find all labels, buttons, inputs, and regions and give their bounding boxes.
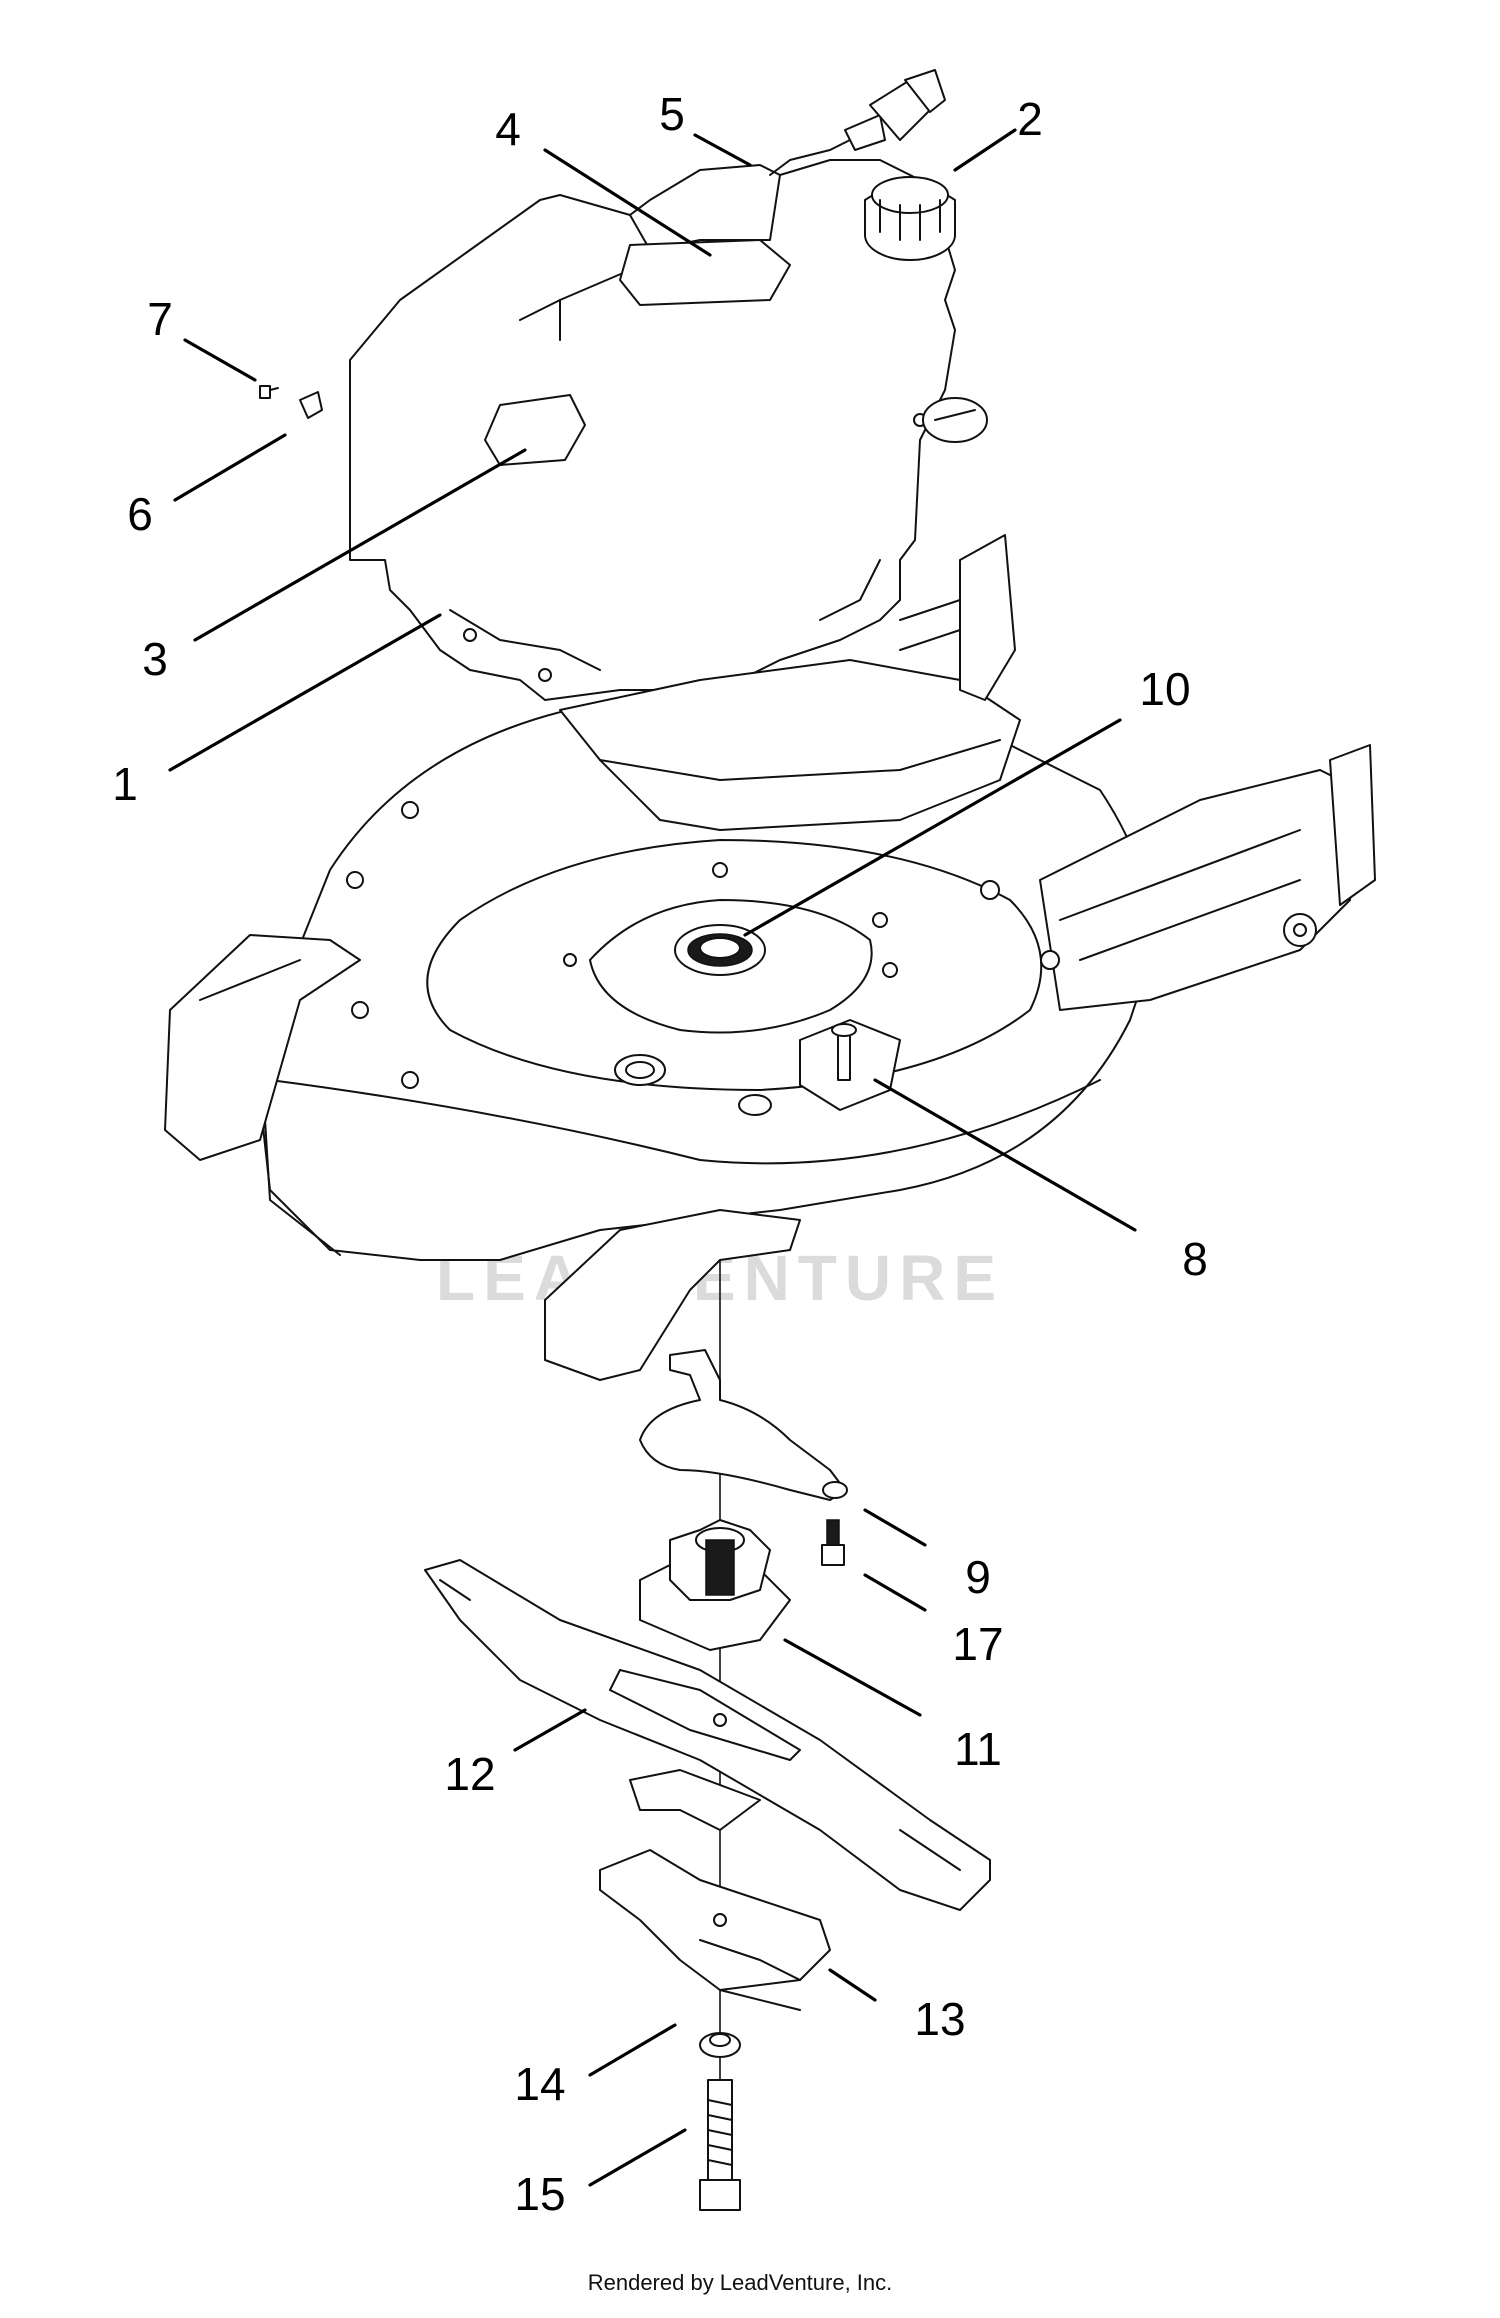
- leader-12: [513, 1708, 587, 1752]
- callout-8: 8: [1182, 1233, 1208, 1285]
- bolt-15: [699, 2079, 741, 2211]
- deflector-strap: [639, 1349, 848, 1501]
- blade: [424, 1559, 991, 1911]
- gas-cap: [864, 176, 956, 261]
- leader-17: [863, 1573, 927, 1612]
- engine: [259, 69, 988, 701]
- callout-17: 17: [952, 1618, 1003, 1670]
- callout-7: 7: [147, 293, 173, 345]
- blade-adapter: [639, 1519, 791, 1651]
- spark-plug-wire: [769, 69, 946, 176]
- decal-3: [484, 394, 586, 466]
- leader-15: [588, 2128, 687, 2187]
- callout-14: 14: [514, 2058, 565, 2110]
- callout-4: 4: [495, 103, 521, 155]
- callout-3: 3: [142, 633, 168, 685]
- leader-13: [828, 1968, 877, 2002]
- leader-10: [743, 718, 1122, 937]
- callout-15: 15: [514, 2168, 565, 2220]
- decal-4: [619, 239, 791, 306]
- callout-12: 12: [444, 1748, 495, 1800]
- leader-2: [953, 128, 1017, 172]
- washer-14: [699, 2032, 741, 2058]
- callout-6: 6: [127, 488, 153, 540]
- leader-8: [873, 1078, 1137, 1232]
- callout-9: 9: [965, 1551, 991, 1603]
- leader-6: [173, 433, 287, 502]
- leader-9: [863, 1508, 927, 1547]
- callout-5: 5: [659, 88, 685, 140]
- leader-14: [588, 2023, 677, 2077]
- leader-11: [783, 1638, 922, 1717]
- leader-5: [693, 133, 752, 167]
- blade-stiffener: [599, 1769, 831, 2011]
- deck-bolt: [401, 1071, 419, 1089]
- leader-3: [193, 448, 527, 642]
- callout-2: 2: [1017, 93, 1043, 145]
- leader-lines: [168, 128, 1137, 2187]
- baffle-plate: [799, 1019, 901, 1111]
- screw-and-clip: [259, 385, 323, 419]
- deck-bolt: [351, 1001, 369, 1019]
- bearing: [674, 924, 766, 976]
- leader-1: [168, 613, 442, 772]
- mower-deck: [164, 534, 1376, 1381]
- deck-bolt: [346, 871, 364, 889]
- callout-10: 10: [1139, 663, 1190, 715]
- callout-labels: 2 5 4 7 6 3 1 10 8 9 17 11 12 13 14 15: [112, 88, 1208, 2220]
- callout-13: 13: [914, 1993, 965, 2045]
- callout-1: 1: [112, 758, 138, 810]
- callout-11: 11: [954, 1723, 1002, 1775]
- render-credit: Rendered by LeadVenture, Inc.: [588, 2270, 893, 2295]
- deck-bolt: [401, 801, 419, 819]
- screw-17: [821, 1519, 845, 1566]
- leader-7: [183, 338, 257, 382]
- leader-4: [543, 148, 712, 257]
